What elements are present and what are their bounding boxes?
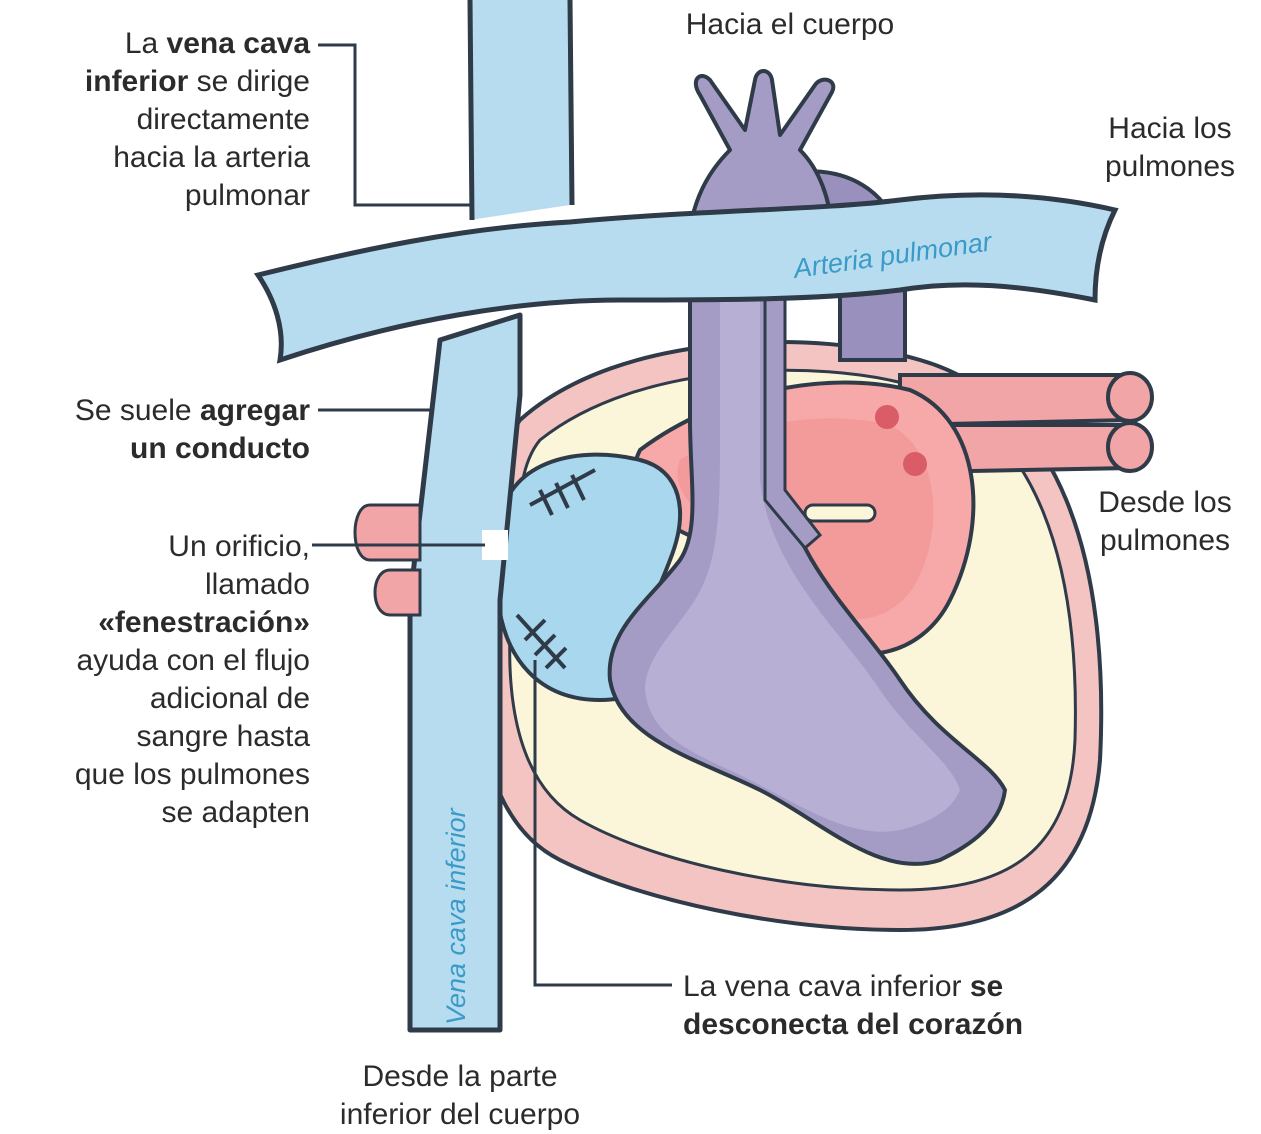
label-ivc-direct: La vena cava inferior se dirige directam… bbox=[10, 25, 310, 215]
fenestration-gap bbox=[482, 530, 508, 560]
label-conduit: Se suele agregar un conducto bbox=[0, 392, 310, 468]
label-to-body: Hacia el cuerpo bbox=[640, 6, 940, 44]
label-fenestration: Un orificio, llamado «fenestración» ayud… bbox=[0, 528, 310, 832]
label-from-lower-body: Desde la parte inferior del cuerpo bbox=[290, 1058, 630, 1134]
pulmonary-artery bbox=[258, 195, 1115, 360]
pulmonary-vein-upper-end bbox=[1108, 373, 1152, 421]
superior-vena-cava bbox=[470, 0, 570, 220]
left-pink-vessel-2 bbox=[375, 570, 420, 615]
vein-opening-2 bbox=[903, 452, 927, 476]
septum-slit bbox=[805, 505, 875, 521]
label-from-lungs: Desde los pulmones bbox=[1070, 484, 1260, 560]
ivc-vertical-label: Vena cava inferior bbox=[441, 807, 471, 1025]
label-disconnect: La vena cava inferior se desconecta del … bbox=[683, 968, 1203, 1044]
label-to-lungs: Hacia los pulmones bbox=[1080, 110, 1260, 186]
pulmonary-vein-lower-end bbox=[1108, 423, 1152, 471]
vein-opening-1 bbox=[875, 405, 899, 429]
left-pink-vessel bbox=[355, 505, 420, 560]
